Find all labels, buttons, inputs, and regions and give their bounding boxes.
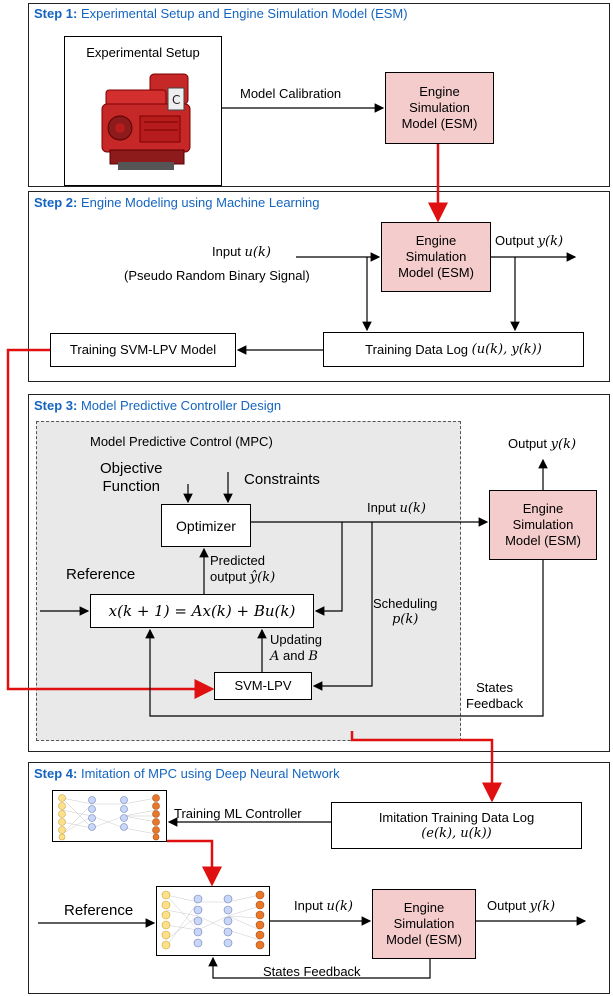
input-label-step3: Input u(k): [367, 500, 426, 516]
red-arrow-svm-training-to-svm-lpv: [6, 348, 215, 699]
svg-text:C: C: [172, 93, 180, 107]
esm-box-step3: Engine Simulation Model (ESM): [489, 490, 597, 560]
optimizer-box: Optimizer: [161, 504, 251, 547]
constraints-label: Constraints: [244, 471, 320, 488]
svm-lpv-box: SVM-LPV: [214, 672, 312, 700]
output-label-step3: Output y(k): [508, 436, 577, 452]
training-data-log-box: Training Data Log (u(k), y(k)): [323, 332, 584, 367]
updating-label: Updating A and B: [270, 632, 323, 664]
esm-box-step1: Engine Simulation Model (ESM): [385, 72, 494, 144]
step4-title: Step 4: Imitation of MPC using Deep Neur…: [34, 766, 340, 781]
esm-line-1: Engine: [522, 501, 564, 516]
esm-line-3: Model (ESM): [505, 533, 581, 548]
predicted-output-label: Predicted output ŷ(k): [210, 553, 276, 585]
step2-title: Step 2: Engine Modeling using Machine Le…: [34, 195, 320, 210]
imitation-data-log-box: Imitation Training Data Log (e(k), u(k)): [331, 802, 582, 849]
esm-line-1: Engine: [419, 84, 460, 99]
esm-line-1: Engine: [415, 233, 457, 248]
esm-line-2: Simulation: [409, 100, 470, 115]
neural-network-icon-bottom: [156, 886, 270, 956]
engine-illustration: C: [101, 73, 191, 170]
training-svm-lpv-model-box: Training SVM-LPV Model: [50, 333, 236, 367]
esm-line-3: Model (ESM): [401, 116, 478, 131]
input-label-step2: Input u(k): [212, 244, 271, 260]
red-arrow-mpc-to-imitation-log: [350, 731, 502, 803]
training-ml-controller-label: Training ML Controller: [174, 806, 302, 821]
state-equation-box: x(k + 1) = Ax(k) + Bu(k): [90, 594, 314, 628]
output-label-step2: Output y(k): [495, 233, 564, 249]
input-tap-to-state-eq: [314, 522, 343, 616]
step1-title: Step 1: Experimental Setup and Engine Si…: [34, 6, 408, 21]
prbs-label: (Pseudo Random Binary Signal): [124, 268, 310, 283]
reference-label-step3: Reference: [66, 566, 136, 583]
objective-function-label: Objective Function: [100, 460, 163, 495]
states-feedback-path-step4: [208, 956, 431, 979]
model-calibration-label: Model Calibration: [240, 86, 342, 101]
scheduling-label: Scheduling p(k): [373, 596, 438, 627]
states-feedback-label-step4: States Feedback: [263, 964, 361, 979]
scheduling-to-svm-lpv: [312, 522, 373, 691]
reference-label-step4: Reference: [64, 902, 134, 919]
states-feedback-path-step3: [145, 560, 544, 717]
esm-box-step2: Engine Simulation Model (ESM): [381, 222, 491, 292]
mpc-title: Model Predictive Control (MPC): [90, 434, 273, 449]
esm-line-2: Simulation: [405, 249, 467, 264]
output-label-step4: Output y(k): [487, 898, 556, 914]
esm-box-step4: Engine Simulation Model (ESM): [372, 889, 476, 959]
input-label-step4: Input u(k): [294, 898, 353, 914]
neural-network-icon-top: [52, 790, 167, 842]
esm-line-2: Simulation: [393, 916, 455, 931]
step3-title: Step 3: Model Predictive Controller Desi…: [34, 398, 282, 413]
states-feedback-label-step3: States Feedback: [466, 680, 524, 711]
esm-line-3: Model (ESM): [398, 265, 474, 280]
esm-line-1: Engine: [403, 900, 445, 915]
experimental-setup-label: Experimental Setup: [86, 45, 200, 60]
esm-line-3: Model (ESM): [386, 932, 462, 947]
red-arrow-nn-top-to-nn-bottom: [167, 839, 222, 887]
esm-line-2: Simulation: [512, 517, 574, 532]
